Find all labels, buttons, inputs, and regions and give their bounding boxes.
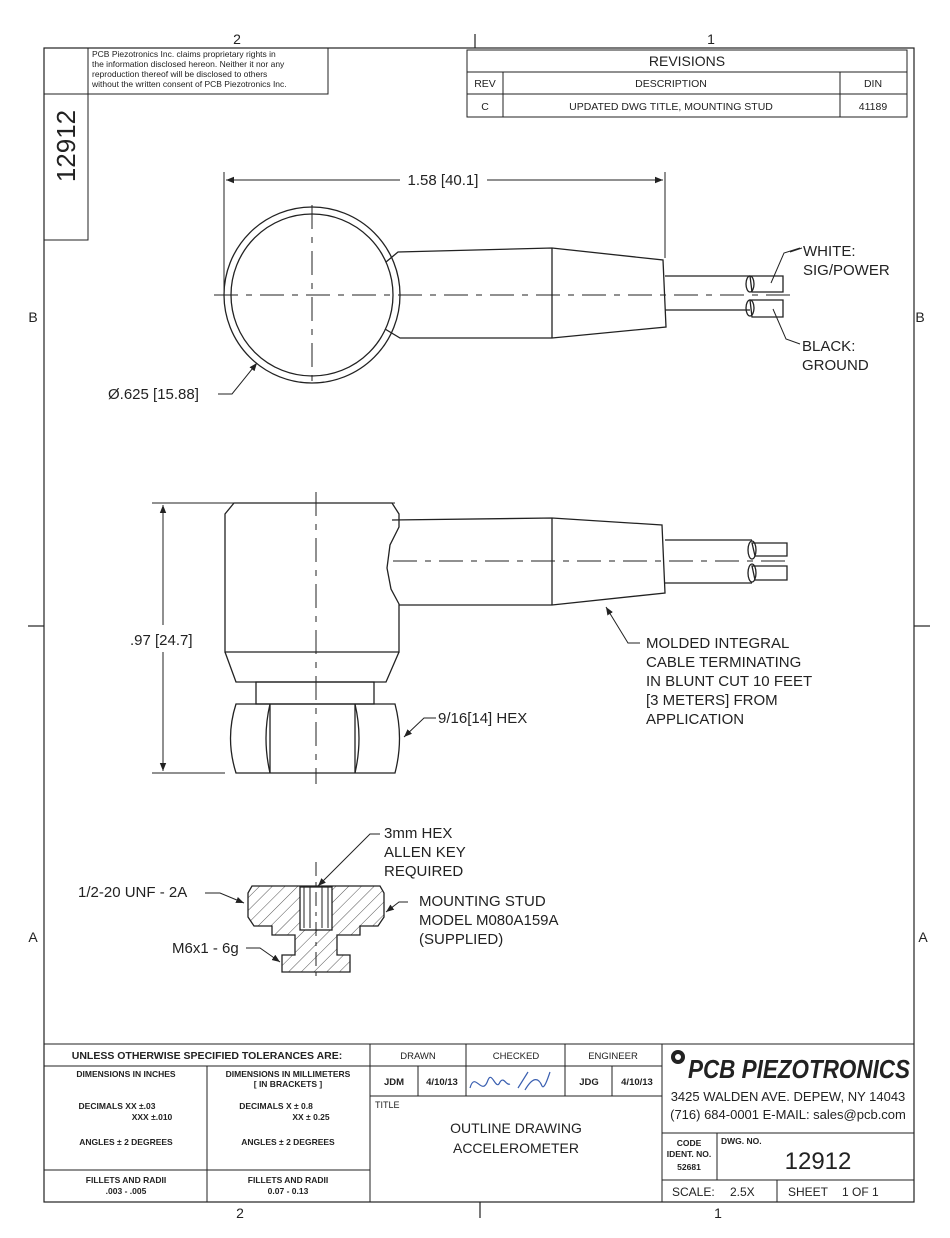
mm-decimals-line-1: DECIMALS X ± 0.8 xyxy=(239,1101,313,1111)
dwg-no-label: DWG. NO. xyxy=(721,1136,762,1146)
zone-bottom-left: 2 xyxy=(236,1205,244,1221)
engineer-by: JDG xyxy=(579,1077,599,1088)
hex-dimension: 9/16[14] HEX xyxy=(438,710,527,727)
cable-note-line-4: [3 METERS] FROM xyxy=(646,692,778,709)
din-header: DIN xyxy=(864,78,882,90)
sheet-label: SHEET xyxy=(788,1185,829,1199)
checked-label: CHECKED xyxy=(493,1051,540,1062)
stud-note-line-2: MODEL M080A159A xyxy=(419,912,559,929)
mm-fillets-line-2: 0.07 - 0.13 xyxy=(268,1186,309,1196)
zone-markers: 2 1 2 1 B B A A xyxy=(28,31,928,1221)
unf-thread-label: 1/2-20 UNF - 2A xyxy=(78,884,187,901)
mm-heading-line-1: DIMENSIONS IN MILLIMETERS xyxy=(226,1069,351,1079)
title-line-1: OUTLINE DRAWING xyxy=(450,1120,582,1136)
height-dimension: .97 [24.7] xyxy=(130,632,193,649)
side-view xyxy=(152,492,790,784)
metric-thread-label: M6x1 - 6g xyxy=(172,940,239,957)
zone-row-a-right: A xyxy=(918,929,928,945)
drawn-date: 4/10/13 xyxy=(426,1077,458,1088)
zone-top-right: 1 xyxy=(707,31,715,47)
notice-line-1: PCB Piezotronics Inc. claims proprietary… xyxy=(92,49,276,59)
title-line-2: ACCELEROMETER xyxy=(453,1140,579,1156)
white-wire-function: SIG/POWER xyxy=(803,262,890,279)
black-wire-label: BLACK: xyxy=(802,338,855,355)
inch-angles: ANGLES ± 2 DEGREES xyxy=(79,1137,173,1147)
diameter-dimension: Ø.625 [15.88] xyxy=(108,386,199,403)
dwg-no: 12912 xyxy=(785,1148,852,1175)
scale-label: SCALE: xyxy=(672,1185,715,1199)
zone-top-left: 2 xyxy=(233,31,241,47)
description-header: DESCRIPTION xyxy=(635,78,707,90)
company-logo: PCB PIEZOTRONICS xyxy=(671,1050,911,1084)
sheet-border xyxy=(28,34,930,1218)
cable-note-line-1: MOLDED INTEGRAL xyxy=(646,635,789,652)
engineer-label: ENGINEER xyxy=(588,1051,638,1062)
zone-row-b-left: B xyxy=(28,309,37,325)
din-value: 41189 xyxy=(859,101,888,113)
drawn-label: DRAWN xyxy=(400,1051,436,1062)
mm-angles: ANGLES ± 2 DEGREES xyxy=(241,1137,335,1147)
top-view xyxy=(214,172,803,395)
notice-line-2: the information disclosed hereon. Neithe… xyxy=(92,59,285,69)
stud-note-line-3: (SUPPLIED) xyxy=(419,931,503,948)
rev-header: REV xyxy=(474,78,496,90)
description-value: UPDATED DWG TITLE, MOUNTING STUD xyxy=(569,101,773,113)
black-wire-function: GROUND xyxy=(802,357,869,374)
allen-key-line-3: REQUIRED xyxy=(384,863,463,880)
width-dimension: 1.58 [40.1] xyxy=(408,172,479,189)
inch-fillets-line-2: .003 - .005 xyxy=(106,1186,147,1196)
company-name: PCB PIEZOTRONICS xyxy=(688,1054,911,1084)
allen-key-line-1: 3mm HEX xyxy=(384,825,452,842)
inch-decimals-line-1: DECIMALS XX ±.03 xyxy=(79,1101,156,1111)
mm-heading-line-2: [ IN BRACKETS ] xyxy=(254,1079,323,1089)
allen-key-line-2: ALLEN KEY xyxy=(384,844,466,861)
side-number: 12912 xyxy=(51,110,81,182)
sheet-value: 1 OF 1 xyxy=(842,1185,879,1199)
mm-decimals-line-2: XX ± 0.25 xyxy=(292,1112,330,1122)
tolerance-heading: UNLESS OTHERWISE SPECIFIED TOLERANCES AR… xyxy=(72,1050,343,1062)
drawn-by: JDM xyxy=(384,1077,404,1088)
notice-line-3: reproduction thereof will be disclosed t… xyxy=(92,69,267,79)
title-label: TITLE xyxy=(375,1100,400,1110)
side-number-box: 12912 xyxy=(43,48,89,241)
cable-note-line-3: IN BLUNT CUT 10 FEET xyxy=(646,673,812,690)
mm-fillets-line-1: FILLETS AND RADII xyxy=(248,1175,328,1185)
rev-value: C xyxy=(481,101,489,113)
code-value: 52681 xyxy=(677,1162,701,1172)
code-label-line-2: IDENT. NO. xyxy=(667,1149,711,1159)
cable-note-line-5: APPLICATION xyxy=(646,711,744,728)
stud-note-line-1: MOUNTING STUD xyxy=(419,893,546,910)
mounting-stud-section xyxy=(205,833,408,982)
white-wire-label: WHITE: xyxy=(803,243,856,260)
code-label-line-1: CODE xyxy=(677,1138,702,1148)
revisions-title: REVISIONS xyxy=(649,53,725,69)
inch-decimals-line-2: XXX ±.010 xyxy=(132,1112,173,1122)
scale-value: 2.5X xyxy=(730,1185,755,1199)
title-block-grid xyxy=(43,1043,915,1203)
notice-line-4: without the written consent of PCB Piezo… xyxy=(91,79,287,89)
revisions-table xyxy=(466,49,908,118)
proprietary-notice: PCB Piezotronics Inc. claims proprietary… xyxy=(87,47,329,95)
inches-heading: DIMENSIONS IN INCHES xyxy=(76,1069,176,1079)
company-contact: (716) 684-0001 E-MAIL: sales@pcb.com xyxy=(670,1107,906,1122)
engineer-date: 4/10/13 xyxy=(621,1077,653,1088)
company-address: 3425 WALDEN AVE. DEPEW, NY 14043 xyxy=(671,1089,906,1104)
cable-note-line-2: CABLE TERMINATING xyxy=(646,654,801,671)
zone-row-a-left: A xyxy=(28,929,38,945)
zone-row-b-right: B xyxy=(915,309,924,325)
inch-fillets-line-1: FILLETS AND RADII xyxy=(86,1175,166,1185)
zone-bottom-right: 1 xyxy=(714,1205,722,1221)
checker-signature xyxy=(469,1071,551,1091)
